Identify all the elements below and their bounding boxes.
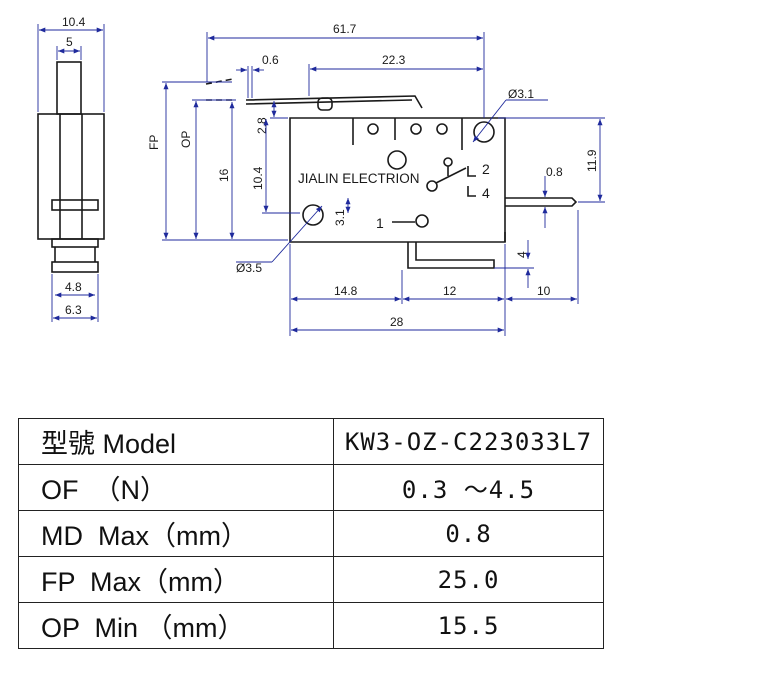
spec-param: 型號 Model — [18, 418, 334, 465]
side-plunger — [56, 61, 82, 115]
spec-table: 型號 Model KW3-OZ-C223033L7 OF （N） 0.3 ～4.… — [18, 418, 604, 649]
dim-61-7: 61.7 — [333, 22, 357, 36]
spec-param: OP Min （mm） — [18, 602, 334, 649]
dim-fp: FP — [147, 135, 161, 150]
spec-row-of: OF （N） 0.3 ～4.5 — [18, 464, 604, 511]
spec-value: 25.0 — [333, 556, 604, 603]
dim-3-1: 3.1 — [333, 209, 347, 226]
front-view: 1 2 4 JIALIN ELECTRION 61.7 0.6 22.3 Ø3.… — [147, 22, 605, 336]
dim-0-6: 0.6 — [262, 53, 279, 67]
dim-28: 28 — [390, 315, 404, 329]
dim-dia-3-5: Ø3.5 — [236, 261, 262, 275]
spec-value: 15.5 — [333, 602, 604, 649]
spec-value: 0.3 ～4.5 — [333, 464, 604, 511]
switch-drawing: 10.4 5 4.8 6.3 — [37, 15, 605, 336]
bottom-terminal — [407, 242, 495, 269]
dim-6-3: 6.3 — [65, 303, 82, 317]
spec-row-op: OP Min （mm） 15.5 — [18, 602, 604, 649]
spec-param: MD Max（mm） — [18, 510, 334, 557]
dim-op: OP — [179, 131, 193, 148]
dim-0-8: 0.8 — [546, 165, 563, 179]
terminal-1-label: 1 — [376, 215, 384, 231]
dim-12: 12 — [443, 284, 457, 298]
dim-10-4-side: 10.4 — [251, 166, 265, 190]
dim-22-3: 22.3 — [382, 53, 406, 67]
spec-param: FP Max（mm） — [18, 556, 334, 603]
spec-value: KW3-OZ-C223033L7 — [333, 418, 604, 465]
dim-10: 10 — [537, 284, 551, 298]
mount-hole-bottom — [302, 204, 324, 226]
dim-5: 5 — [66, 35, 73, 49]
dim-dia-3-1: Ø3.1 — [508, 87, 534, 101]
terminal-4-label: 4 — [482, 185, 490, 201]
lever-arm — [245, 95, 423, 109]
dim-10-4-top: 10.4 — [62, 15, 86, 29]
side-view: 10.4 5 4.8 6.3 — [37, 15, 105, 322]
right-terminal — [505, 197, 578, 207]
dim-4: 4 — [515, 251, 529, 258]
dim-4-8: 4.8 — [65, 280, 82, 294]
spec-row-fp: FP Max（mm） 25.0 — [18, 556, 604, 603]
terminal-2-label: 2 — [482, 161, 490, 177]
spec-value: 0.8 — [333, 510, 604, 557]
dim-2-8: 2.8 — [255, 117, 269, 134]
side-body — [37, 113, 105, 240]
spec-row-md: MD Max（mm） 0.8 — [18, 510, 604, 557]
brand-text: JIALIN ELECTRION — [298, 171, 420, 186]
dim-11-9: 11.9 — [585, 149, 599, 172]
spec-row-model: 型號 Model KW3-OZ-C223033L7 — [18, 418, 604, 465]
spec-param: OF （N） — [18, 464, 334, 511]
mount-hole-top — [473, 121, 495, 143]
dim-14-8: 14.8 — [334, 284, 358, 298]
dim-16: 16 — [217, 168, 231, 182]
